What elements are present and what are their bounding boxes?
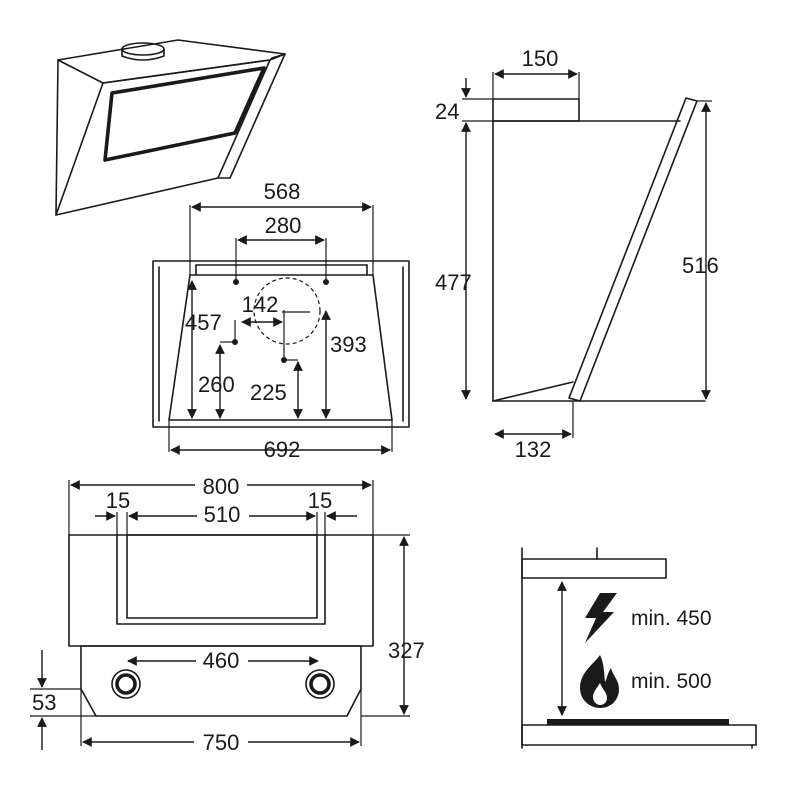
clearance-gas: min. 500 xyxy=(631,670,712,693)
dim-327: 327 xyxy=(388,638,425,663)
front-view: 568 280 457 142 393 260 225 692 xyxy=(152,179,410,462)
dim-568: 568 xyxy=(264,179,301,204)
dim-260: 260 xyxy=(198,372,235,397)
dim-460: 460 xyxy=(203,648,240,673)
dim-24: 24 xyxy=(435,99,459,124)
hood-isometric xyxy=(55,39,286,216)
dim-142: 142 xyxy=(242,292,279,317)
dim-53: 53 xyxy=(32,690,56,715)
clearance-electric: min. 450 xyxy=(631,607,712,630)
top-view: 800 15 510 15 327 460 53 750 xyxy=(30,474,425,755)
dim-516: 516 xyxy=(682,253,719,278)
dim-15-right: 15 xyxy=(308,488,332,513)
dim-280: 280 xyxy=(265,213,302,238)
dim-225: 225 xyxy=(250,380,287,405)
dim-150: 150 xyxy=(522,46,559,71)
installation-clearance: min. 450 min. 500 xyxy=(521,547,757,749)
dim-15-left: 15 xyxy=(106,488,130,513)
dim-800: 800 xyxy=(203,474,240,499)
dim-692: 692 xyxy=(264,437,301,462)
dim-477: 477 xyxy=(435,270,472,295)
flame-icon xyxy=(580,655,619,708)
dim-750: 750 xyxy=(203,730,240,755)
dim-457: 457 xyxy=(185,310,222,335)
side-view: 150 24 477 516 132 xyxy=(435,46,719,462)
lightning-icon xyxy=(585,593,617,643)
dim-393: 393 xyxy=(330,332,367,357)
dim-132: 132 xyxy=(515,437,552,462)
dim-510: 510 xyxy=(204,502,241,527)
